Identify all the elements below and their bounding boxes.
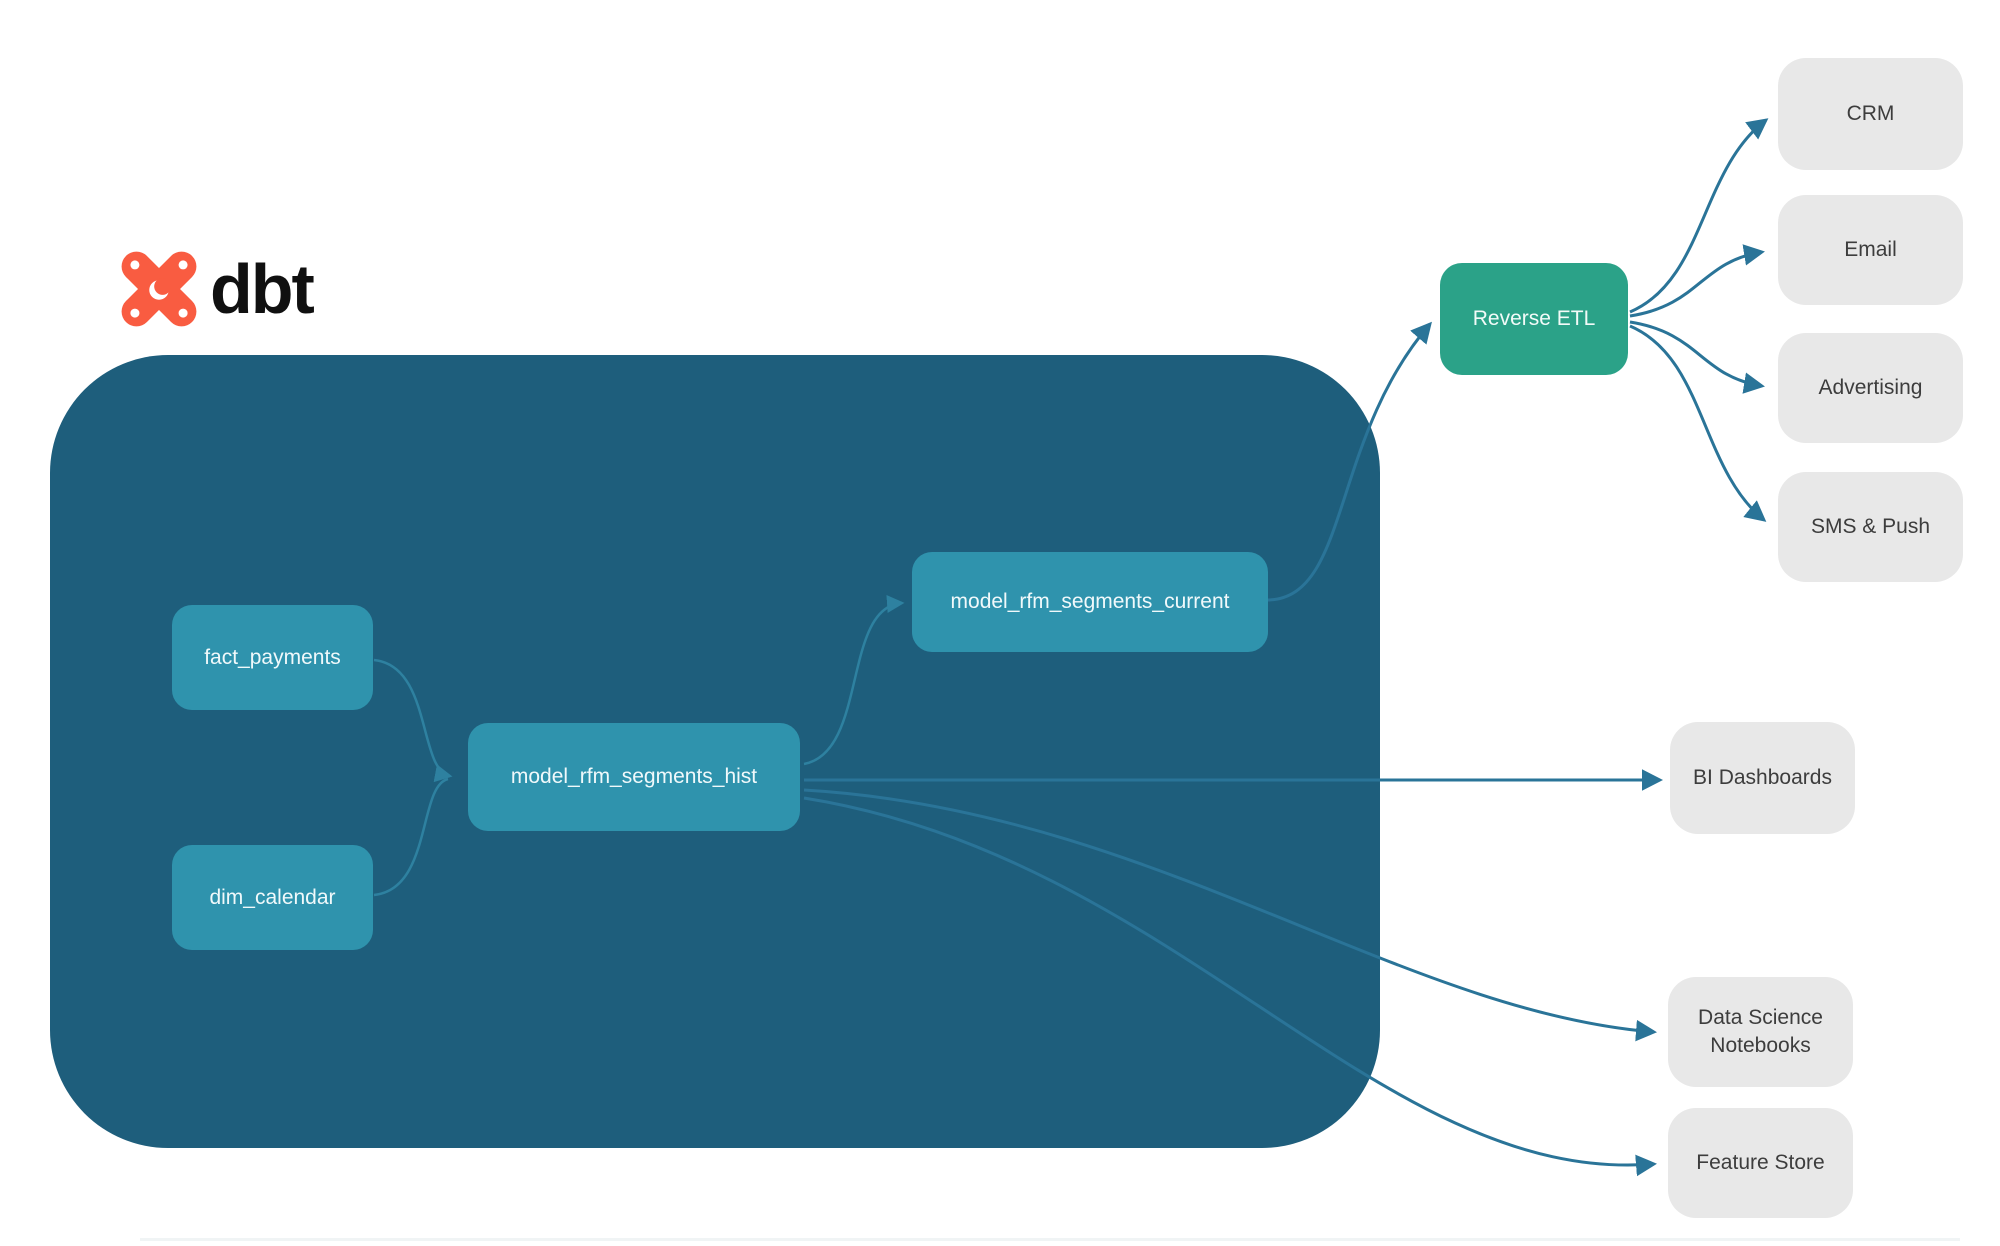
node-label: Data Science Notebooks [1698, 1006, 1823, 1057]
node-label: Email [1844, 238, 1897, 261]
node-label: dim_calendar [209, 885, 336, 909]
node-advertising[interactable]: Advertising [1778, 333, 1963, 443]
edge-reverse-etl-to-email [1629, 244, 1765, 318]
node-label: Feature Store [1696, 1151, 1825, 1174]
node-model-rfm-segments-hist[interactable]: model_rfm_segments_hist [468, 723, 800, 831]
bottom-divider [140, 1238, 1960, 1241]
edge-reverse-etl-to-sms-push [1629, 324, 1767, 522]
node-crm[interactable]: CRM [1778, 58, 1963, 170]
dbt-logo-text: dbt [210, 250, 315, 328]
node-model-rfm-segments-current[interactable]: model_rfm_segments_current [912, 552, 1268, 652]
dbt-logo-icon [121, 251, 197, 327]
node-label: model_rfm_segments_current [950, 590, 1230, 613]
node-bi-dashboards[interactable]: BI Dashboards [1670, 722, 1855, 834]
edge-reverse-etl-to-crm [1629, 118, 1769, 314]
node-sms-push[interactable]: SMS & Push [1778, 472, 1963, 582]
node-email[interactable]: Email [1778, 195, 1963, 305]
node-label: CRM [1846, 102, 1895, 125]
node-label: SMS & Push [1810, 515, 1931, 538]
node-data-science-notebooks[interactable]: Data Science Notebooks [1668, 977, 1853, 1087]
node-label: Reverse ETL [1472, 307, 1596, 330]
node-label: fact_payments [204, 645, 341, 669]
node-label: model_rfm_segments_hist [510, 765, 758, 788]
node-label: BI Dashboards [1693, 766, 1832, 789]
node-reverse-etl[interactable]: Reverse ETL [1440, 263, 1628, 375]
edge-reverse-etl-to-advertising [1629, 320, 1765, 394]
dbt-logo: dbt [118, 248, 315, 330]
node-label: Advertising [1818, 376, 1923, 399]
node-dim-calendar[interactable]: dim_calendar [172, 845, 373, 950]
node-feature-store[interactable]: Feature Store [1668, 1108, 1853, 1218]
node-fact-payments[interactable]: fact_payments [172, 605, 373, 710]
